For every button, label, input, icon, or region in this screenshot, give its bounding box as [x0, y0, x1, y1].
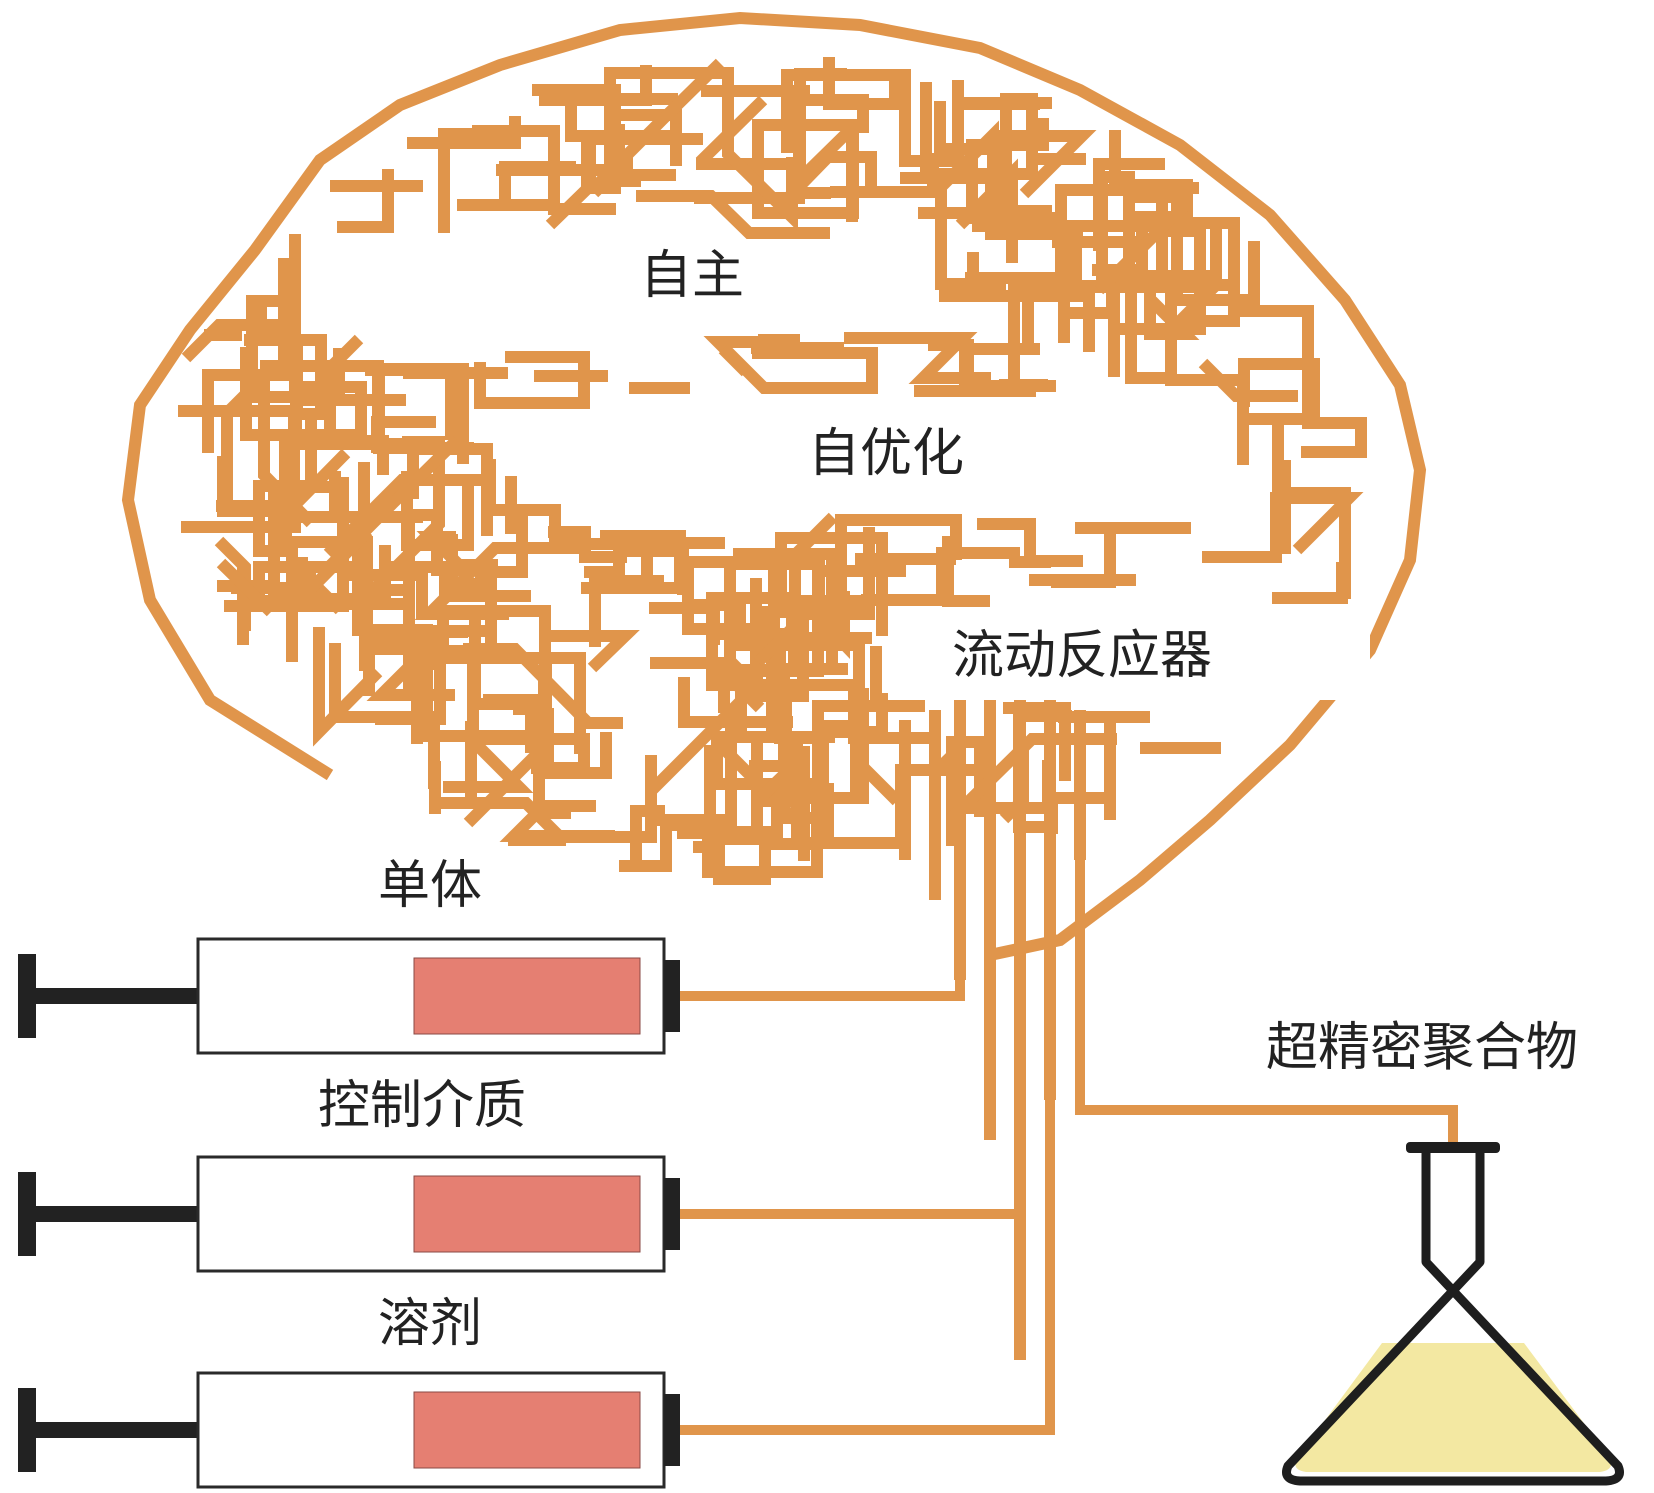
syringe-reagent	[414, 1176, 640, 1252]
circuit-trace	[1202, 498, 1349, 557]
syringe	[18, 1373, 680, 1487]
syringe	[18, 939, 680, 1053]
syringe	[18, 1157, 680, 1271]
tube	[1080, 860, 1453, 1142]
syringe-label-control-agent: 控制介质	[318, 1080, 526, 1132]
circuit-trace	[787, 75, 958, 161]
plunger-rod	[30, 1422, 200, 1438]
syringe-reagent	[414, 1392, 640, 1468]
syringe-pumps	[18, 939, 680, 1487]
syringe-reagent	[414, 958, 640, 1034]
circuit-trace	[1233, 311, 1361, 452]
circuit-trace	[1272, 562, 1342, 598]
syringe-tip	[664, 960, 680, 1032]
syringe-label-solvent: 溶剂	[378, 1298, 482, 1350]
tube	[680, 1100, 1050, 1430]
tube	[680, 1100, 1020, 1214]
label-autonomous: 自主	[640, 250, 744, 302]
syringe-label-monomer: 单体	[378, 860, 482, 912]
label-flow-reactor: 流动反应器	[952, 630, 1212, 682]
circuit-trace	[337, 169, 388, 227]
syringe-tip	[664, 1178, 680, 1250]
label-band-autonomous	[315, 240, 925, 328]
circuit-trace	[415, 449, 487, 534]
product-label: 超精密聚合物	[1266, 1022, 1578, 1074]
erlenmeyer-flask-icon	[1287, 1142, 1620, 1481]
syringe-tip	[664, 1394, 680, 1466]
flask-lip	[1406, 1142, 1500, 1153]
plunger-rod	[30, 988, 200, 1004]
feed-tubing	[680, 860, 1453, 1430]
circuit-trace	[723, 349, 746, 372]
plunger-rod	[30, 1206, 200, 1222]
tube	[680, 980, 960, 996]
label-self-optimization: 自优化	[808, 428, 964, 480]
